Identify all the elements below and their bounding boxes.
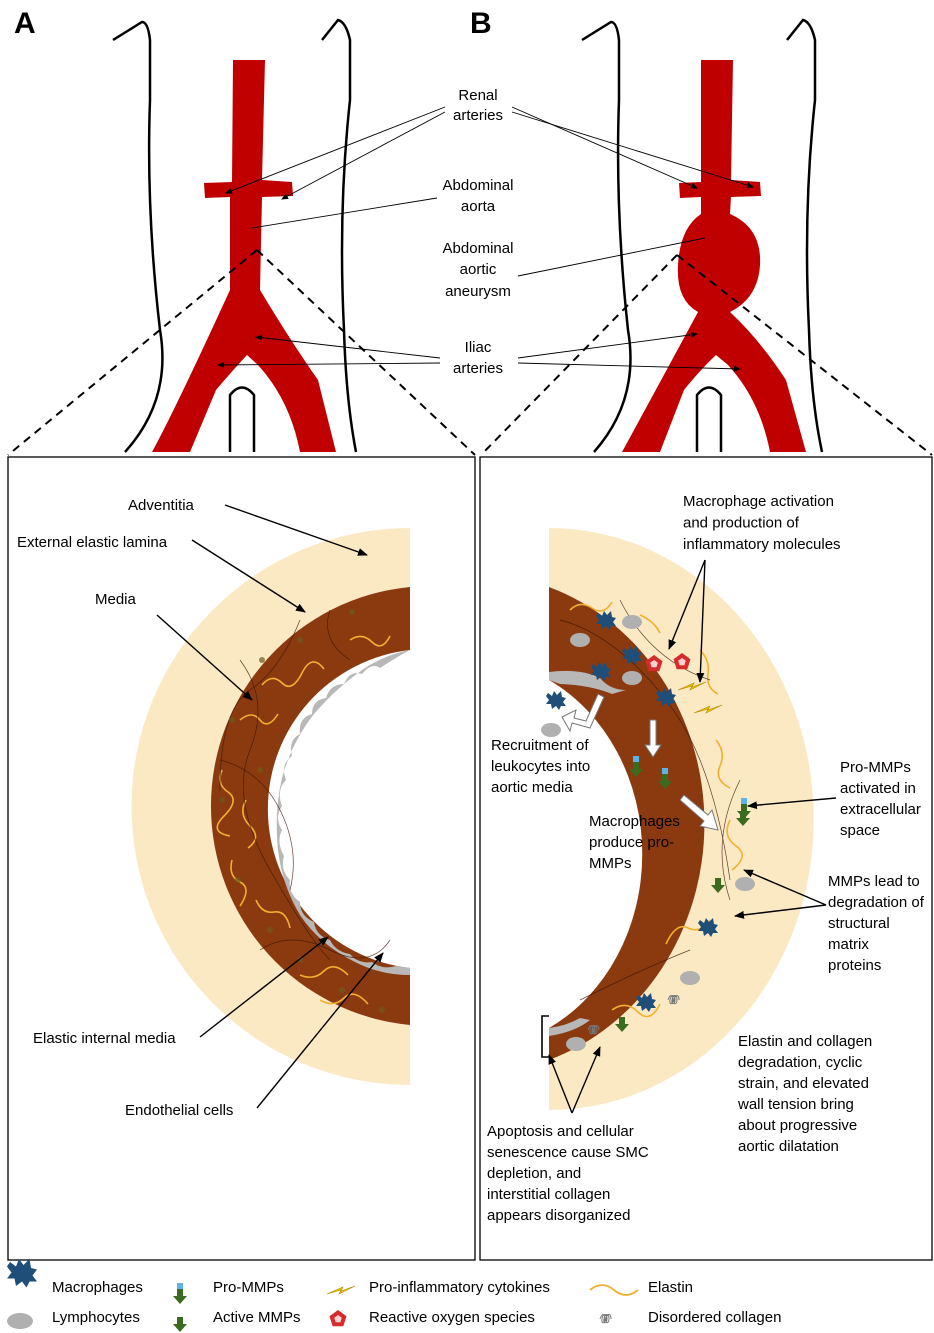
legend-pro-mmp-icon	[173, 1283, 187, 1304]
panel-letter-b: B	[470, 7, 492, 40]
label-line: Elastin and collagen	[738, 1033, 872, 1050]
svg-text:aorta: aorta	[461, 198, 496, 215]
label-line: appears disorganized	[487, 1207, 630, 1224]
label-adventitia: Adventitia	[128, 497, 195, 514]
label-line: aortic dilatation	[738, 1138, 839, 1155]
label-macrophage-activation: Macrophage activation and production of in…	[683, 493, 841, 553]
label-line: strain, and elevated	[738, 1075, 869, 1092]
legend: Macrophages Lymphocytes Pro-MMPs Active …	[7, 1259, 781, 1332]
label-aneurysm: Abdominal aortic aneurysm	[443, 240, 514, 300]
label-line: about progressive	[738, 1117, 857, 1134]
legend-collagen: Disordered collagen	[648, 1309, 781, 1326]
label-renal: Renal arteries	[453, 87, 503, 124]
label-line: leukocytes into	[491, 758, 590, 775]
label-line: space	[840, 822, 880, 839]
label-line: activated in	[840, 780, 916, 797]
label-line: MMPs	[589, 855, 632, 872]
label-line: Apoptosis and cellular	[487, 1123, 634, 1140]
svg-text:Abdominal: Abdominal	[443, 177, 514, 194]
svg-text:Abdominal: Abdominal	[443, 240, 514, 257]
label-line: Macrophage activation	[683, 493, 834, 510]
svg-text:aortic: aortic	[460, 261, 497, 278]
label-line: inflammatory molecules	[683, 536, 841, 553]
label-line: matrix	[828, 936, 869, 953]
artery-normal	[152, 60, 336, 452]
legend-elastin-icon	[590, 1285, 638, 1295]
label-external-elastic-lamina: External elastic lamina	[17, 534, 168, 551]
label-elastic-internal-media: Elastic internal media	[33, 1030, 176, 1047]
label-pro-mmps-activated: Pro-MMPs activated in extracellular space	[840, 759, 921, 839]
legend-active-mmps: Active MMPs	[213, 1309, 301, 1326]
legend-lymphocytes: Lymphocytes	[52, 1309, 140, 1326]
label-line: MMPs lead to	[828, 873, 920, 890]
label-aortic-dilatation: Elastin and collagen degradation, cyclic s…	[737, 1033, 872, 1155]
artery-aneurysm	[622, 60, 806, 452]
label-line: depletion, and	[487, 1165, 581, 1182]
label-line: Recruitment of	[491, 737, 589, 754]
label-line: degradation, cyclic	[738, 1054, 863, 1071]
label-apoptosis: Apoptosis and cellular senescence cause S…	[487, 1123, 649, 1224]
legend-pro-mmps: Pro-MMPs	[213, 1279, 284, 1296]
legend-ros-icon	[330, 1310, 347, 1326]
label-line: extracellular	[840, 801, 921, 818]
label-iliac: Iliac arteries	[453, 339, 503, 377]
label-line: proteins	[828, 957, 881, 974]
legend-macrophages: Macrophages	[52, 1279, 143, 1296]
legend-elastin: Elastin	[648, 1279, 693, 1296]
label-line: Pro-MMPs	[840, 759, 911, 776]
panel-letter-a: A	[14, 7, 36, 40]
legend-collagen-icon	[600, 1315, 611, 1323]
legend-active-mmp-icon	[173, 1317, 187, 1332]
legend-lymphocyte-icon	[7, 1313, 33, 1329]
legend-cytokines: Pro-inflammatory cytokines	[369, 1279, 550, 1296]
label-line: structural	[828, 915, 890, 932]
vessel-wall-normal	[132, 528, 411, 1085]
svg-text:arteries: arteries	[453, 107, 503, 124]
legend-macrophage-icon	[7, 1259, 37, 1288]
legend-cytokine-icon	[327, 1286, 355, 1294]
svg-text:Renal: Renal	[458, 87, 497, 104]
label-media: Media	[95, 591, 137, 608]
label-line: degradation of	[828, 894, 925, 911]
label-abdominal-aorta: Abdominal aorta	[443, 177, 514, 215]
label-line: produce pro-	[589, 834, 674, 851]
svg-text:arteries: arteries	[453, 360, 503, 377]
label-line: wall tension bring	[737, 1096, 854, 1113]
label-line: senescence cause SMC	[487, 1144, 649, 1161]
label-line: and production of	[683, 515, 800, 532]
label-line: Macrophages	[589, 813, 680, 830]
svg-text:aneurysm: aneurysm	[445, 283, 511, 300]
legend-ros: Reactive oxygen species	[369, 1309, 535, 1326]
label-line: interstitial collagen	[487, 1186, 610, 1203]
label-line: aortic media	[491, 779, 573, 796]
svg-text:Iliac: Iliac	[465, 339, 492, 356]
anatomy-pointers	[218, 107, 753, 369]
label-recruitment: Recruitment of leukocytes into aortic medi…	[491, 737, 590, 796]
label-mmps-degradation: MMPs lead to degradation of structural matr…	[828, 873, 925, 974]
label-endothelial-cells: Endothelial cells	[125, 1102, 233, 1119]
